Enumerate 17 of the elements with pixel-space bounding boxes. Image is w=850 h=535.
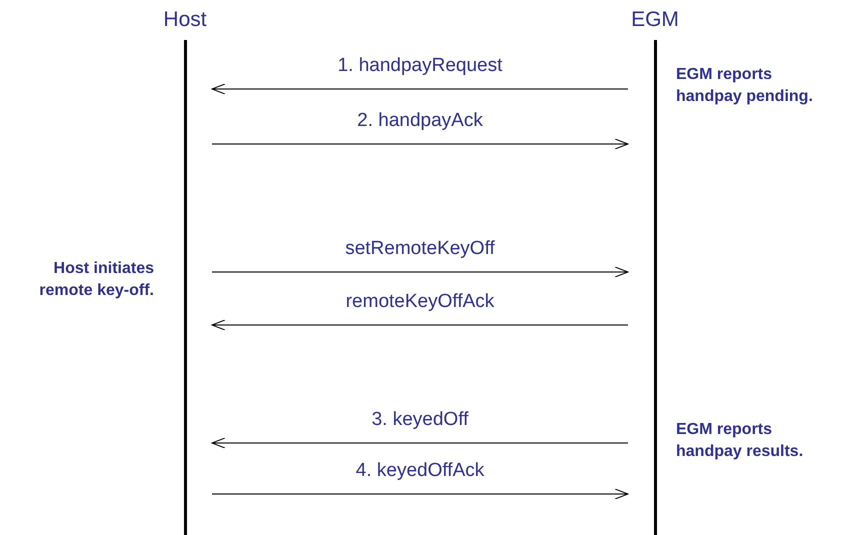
message-arrow	[212, 438, 628, 448]
edge-label: 1. handpayRequest	[338, 55, 502, 77]
edge-label: setRemoteKeyOff	[345, 238, 495, 260]
note-text: EGM reports handpay pending.	[676, 65, 814, 107]
message-arrow	[212, 138, 628, 150]
edge-label: 2. handpayAck	[357, 110, 483, 132]
edge-label: remoteKeyOffAck	[346, 291, 494, 313]
edge-label: 3. keyedOff	[372, 409, 468, 431]
edge-label: 4. keyedOffAck	[356, 460, 484, 482]
message-arrow	[212, 84, 628, 94]
lifeline-header: Host	[162, 7, 208, 33]
note-text: Host initiates remote key-off.	[38, 259, 154, 301]
message-arrow	[212, 320, 628, 330]
message-arrow	[212, 488, 628, 500]
lifeline-header: EGM	[630, 7, 680, 33]
note-text: EGM reports handpay results.	[676, 420, 804, 462]
message-arrow	[212, 266, 628, 278]
